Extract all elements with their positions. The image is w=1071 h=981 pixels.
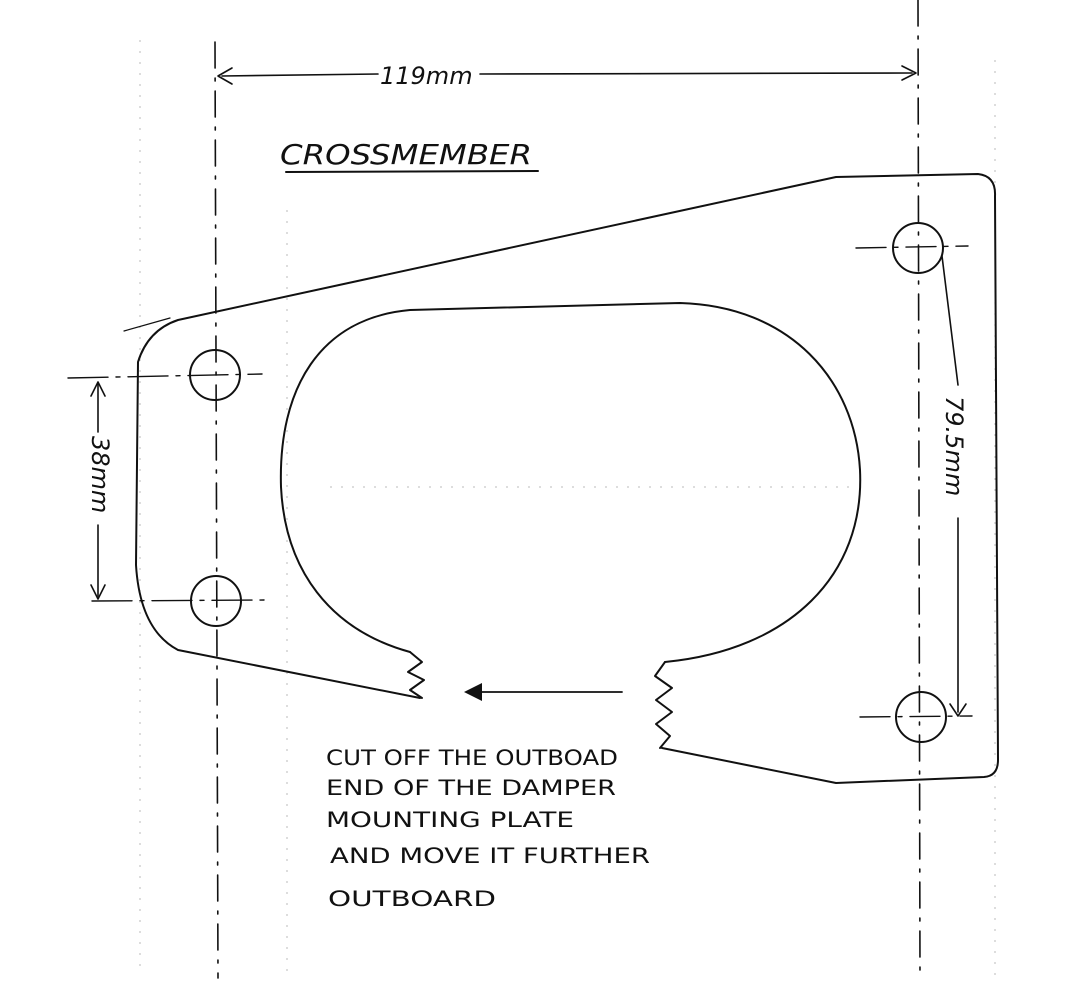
diagram-title: CROSSMEMBER [280,138,532,171]
hole-top-left [67,349,263,401]
right-center-line [917,0,921,979]
left-hole-dimension-label: 38mm [86,436,114,513]
corner-tick [123,317,171,332]
note-line-1: CUT OFF THE OUTBOAD [326,746,618,770]
note-line-2: END OF THE DAMPER [326,776,616,800]
move-arrow [464,683,623,701]
hole-bottom-right [859,691,973,743]
note-line-5: OUTBOARD [328,887,496,911]
bracket-outline [135,173,999,784]
note-line-4: AND MOVE IT FURTHER [330,844,650,868]
break-mark-right [654,661,673,749]
right-hole-dimension: 79.5mm [940,255,968,717]
note-line-3: MOUNTING PLATE [326,808,574,832]
left-center-line [214,41,219,979]
title-underline [285,170,539,173]
left-hole-dimension: 38mm [86,381,114,600]
width-dimension-label: 119mm [380,62,473,90]
width-dimension: 119mm [217,62,917,90]
break-mark-left [407,651,425,699]
damper-cutout [279,302,862,663]
title-block: CROSSMEMBER [280,138,539,173]
hole-bottom-left [91,575,267,627]
hole-top-right [855,222,969,274]
cut-note: CUT OFF THE OUTBOAD END OF THE DAMPER MO… [326,746,650,911]
right-hole-dimension-label: 79.5mm [940,396,968,496]
scan-artifacts [139,40,996,975]
